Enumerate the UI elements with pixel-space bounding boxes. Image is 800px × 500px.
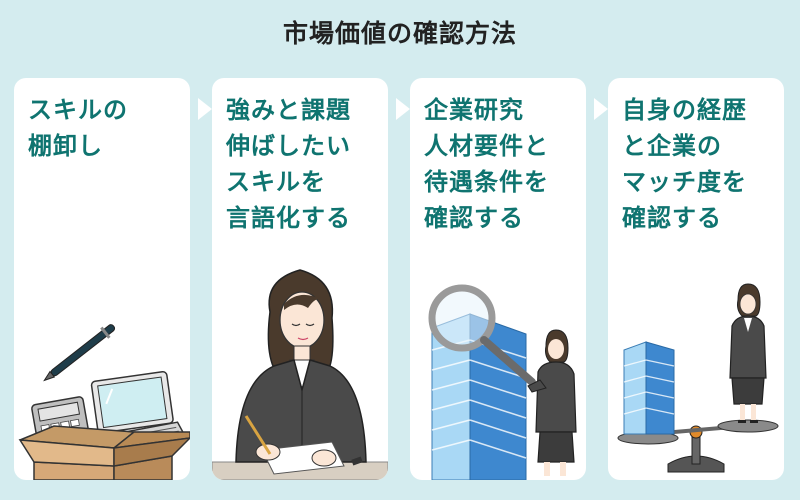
chevron-right-icon (396, 98, 410, 120)
chevron-right-icon (198, 98, 212, 120)
step-3-text: 企業研究 人材要件と 待遇条件を 確認する (424, 96, 549, 232)
step-card-1: スキルの 棚卸し (14, 78, 190, 480)
step-card-3: 企業研究 人材要件と 待遇条件を 確認する (410, 78, 586, 480)
step-card-4: 自身の経歴 と企業の マッチ度を 確認する (608, 78, 784, 480)
chevron-right-icon (594, 98, 608, 120)
step-1-text: スキルの 棚卸し (28, 96, 128, 160)
woman-magnifier-building-icon (428, 284, 577, 480)
step-4-text: 自身の経歴 と企業の マッチ度を 確認する (622, 96, 747, 232)
box-laptop-calculator-pen-icon (18, 324, 190, 480)
page-title: 市場価値の確認方法 (282, 19, 517, 48)
woman-on-scale-building-icon (617, 283, 779, 473)
step-card-2: 強みと課題 伸ばしたい スキルを 言語化する (212, 78, 388, 480)
step-2-text: 強みと課題 伸ばしたい スキルを 言語化する (226, 96, 351, 232)
woman-writing-icon (212, 269, 388, 480)
